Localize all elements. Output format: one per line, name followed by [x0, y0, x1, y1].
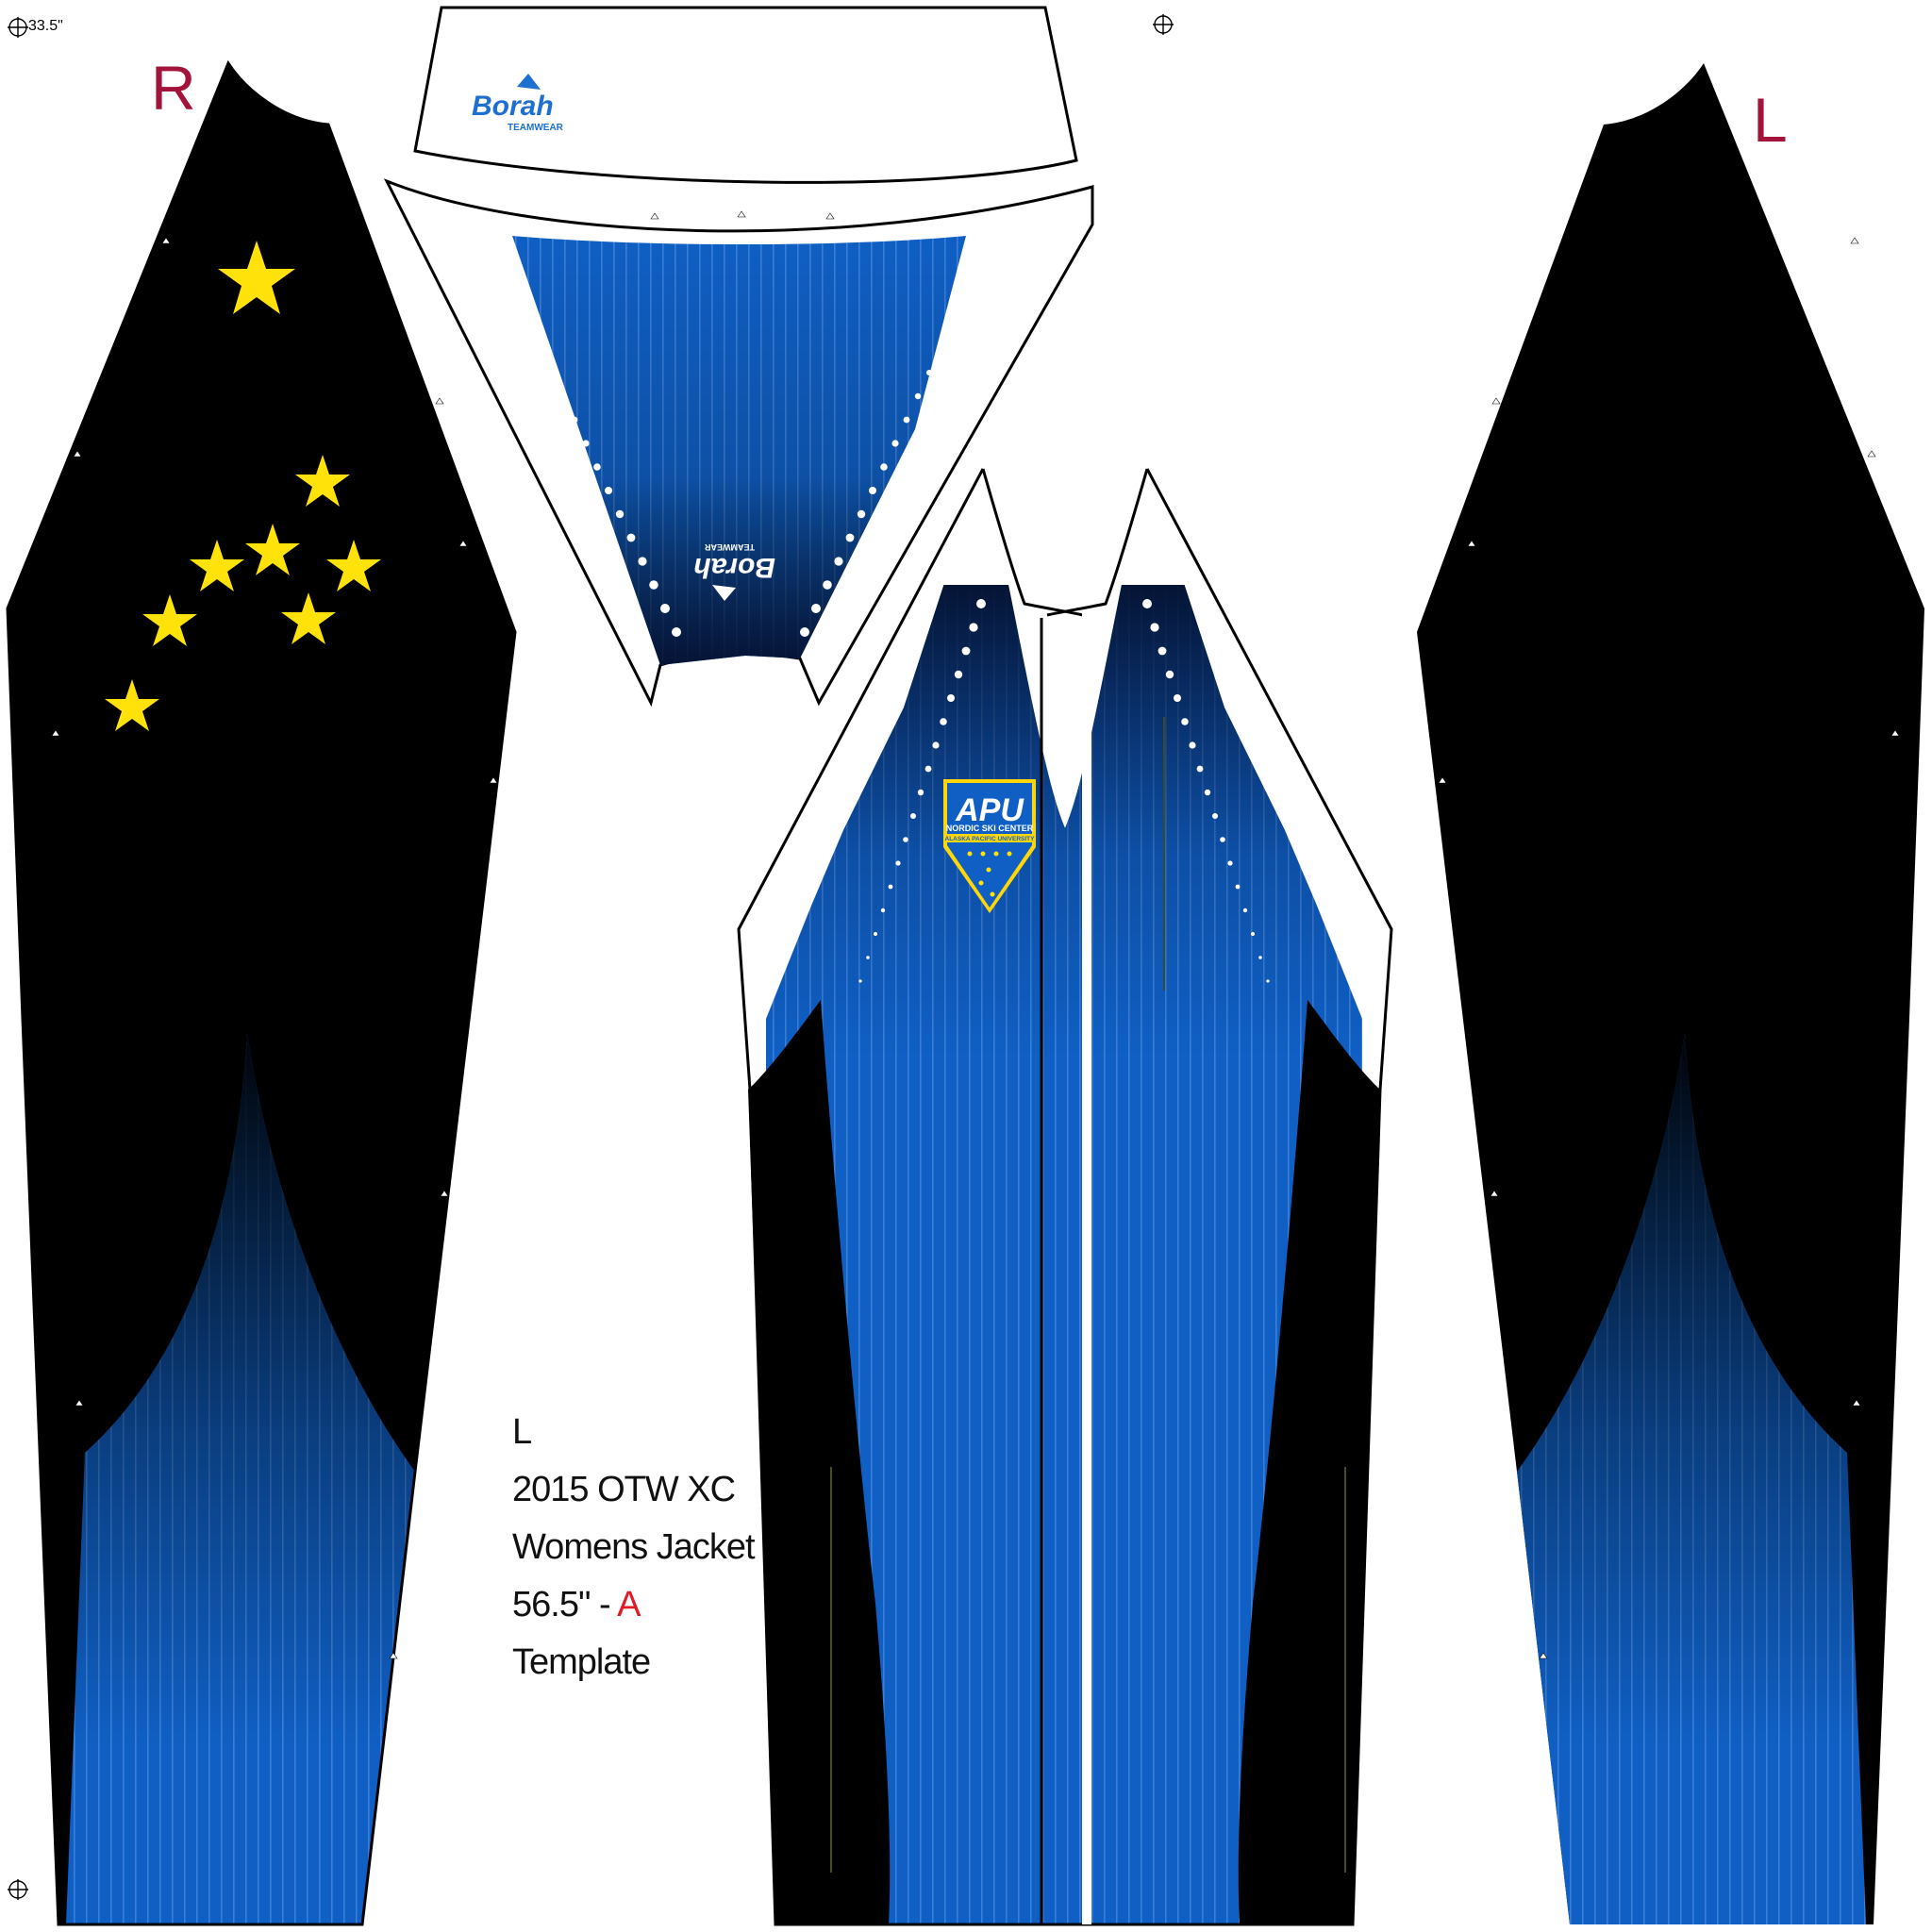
- north-star-icon: [218, 241, 295, 314]
- crest-acronym: APU: [955, 792, 1024, 828]
- collar-panel: [413, 6, 1078, 184]
- crest-subtitle: NORDIC SKI CENTER: [946, 824, 1034, 833]
- mountain-peak-icon: [712, 585, 736, 601]
- info-separator: -: [590, 1585, 618, 1624]
- star-icon: [105, 679, 159, 731]
- star-icon: [190, 540, 244, 591]
- mountain-peak-icon: [517, 74, 541, 90]
- registration-mark-icon: [8, 1879, 28, 1900]
- star-icon: [245, 524, 300, 575]
- info-length-line: 56.5" - A: [512, 1576, 755, 1634]
- template-info-block: L 2015 OTW XC Womens Jacket 56.5" - A Te…: [512, 1404, 756, 1691]
- info-length: 56.5": [512, 1585, 591, 1624]
- info-line1: 2015 OTW XC: [512, 1470, 736, 1509]
- scale-label: 33.5": [28, 18, 63, 34]
- big-dipper-stars: [105, 241, 381, 731]
- front-right-panel: [1040, 468, 1393, 1926]
- brand-tagline: TEAMWEAR: [705, 542, 755, 552]
- info-line2: Womens Jacket: [512, 1527, 756, 1567]
- right-sleeve-label: R: [151, 53, 196, 123]
- crest-stars-icon: [967, 851, 1012, 897]
- brand-wordmark: Borah: [693, 552, 775, 583]
- crest-university: ALASKA PACIFIC UNIVERSITY: [945, 836, 1036, 842]
- registration-mark-icon: [1153, 14, 1174, 35]
- star-icon: [295, 455, 350, 507]
- borah-logo-collar: Borah TEAMWEAR: [472, 74, 564, 133]
- registration-mark-icon: [8, 17, 28, 38]
- apu-crest: APU NORDIC SKI CENTER ALASKA PACIFIC UNI…: [943, 779, 1036, 913]
- info-size: L: [512, 1412, 532, 1452]
- left-sleeve-label: L: [1753, 85, 1788, 155]
- star-icon: [142, 594, 197, 646]
- right-sleeve-panel: [6, 59, 517, 1926]
- brand-wordmark: Borah: [472, 91, 554, 122]
- star-icon: [281, 592, 336, 644]
- info-line4: Template: [512, 1642, 651, 1682]
- borah-logo-yoke: Borah TEAMWEAR: [693, 542, 775, 601]
- star-icon: [326, 540, 381, 591]
- left-sleeve-panel: [1417, 63, 1924, 1924]
- notch-markers: [51, 210, 1900, 1659]
- info-variant: A: [617, 1585, 641, 1624]
- brand-tagline: TEAMWEAR: [508, 123, 564, 133]
